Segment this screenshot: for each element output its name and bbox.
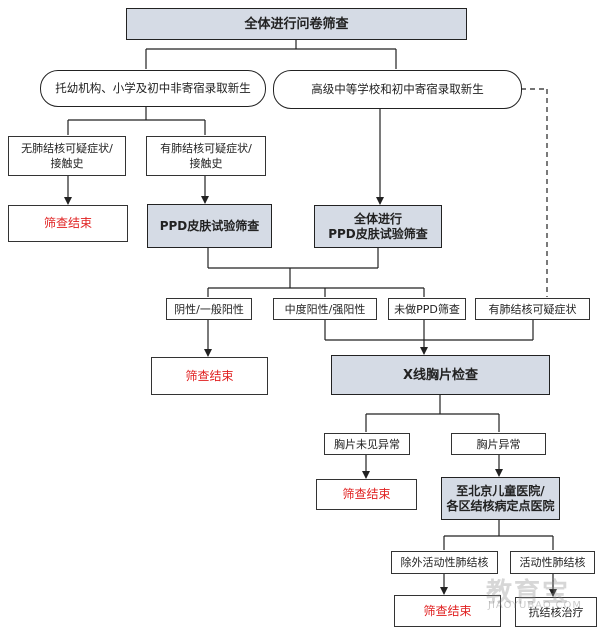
treatment-box: 抗结核治疗 <box>515 597 597 627</box>
moderate-positive-box: 中度阳性/强阳性 <box>273 298 377 320</box>
end-box-3: 筛查结束 <box>316 479 417 510</box>
xray-box: X线胸片检查 <box>331 355 550 395</box>
exclude-active-tb-box: 除外活动性肺结核 <box>391 551 498 574</box>
xray-abnormal-box: 胸片异常 <box>451 433 546 455</box>
suspect-symptom-box: 有肺结核可疑症状 <box>475 298 590 320</box>
ppd-box: PPD皮肤试验筛查 <box>147 204 272 248</box>
no-ppd-box: 未做PPD筛查 <box>388 298 466 320</box>
negative-box: 阴性/一般阳性 <box>166 298 252 320</box>
end-box-4: 筛查结束 <box>394 595 501 627</box>
end-box-2: 筛查结束 <box>151 357 268 395</box>
all-ppd-box: 全体进行 PPD皮肤试验筛查 <box>314 205 442 248</box>
hospital-box: 至北京儿童医院/ 各区结核病定点医院 <box>441 477 560 520</box>
end-box-1: 筛查结束 <box>8 205 128 242</box>
all-screen-box: 全体进行问卷筛查 <box>126 8 467 40</box>
xray-normal-box: 胸片未见异常 <box>324 433 410 455</box>
active-tb-box: 活动性肺结核 <box>510 551 595 574</box>
has-symptom-box: 有肺结核可疑症状/ 接触史 <box>146 136 266 176</box>
no-symptom-box: 无肺结核可疑症状/ 接触史 <box>8 136 126 176</box>
kindergarten-box: 托幼机构、小学及初中非寄宿录取新生 <box>40 70 266 107</box>
highschool-box: 高级中等学校和初中寄宿录取新生 <box>273 70 522 109</box>
